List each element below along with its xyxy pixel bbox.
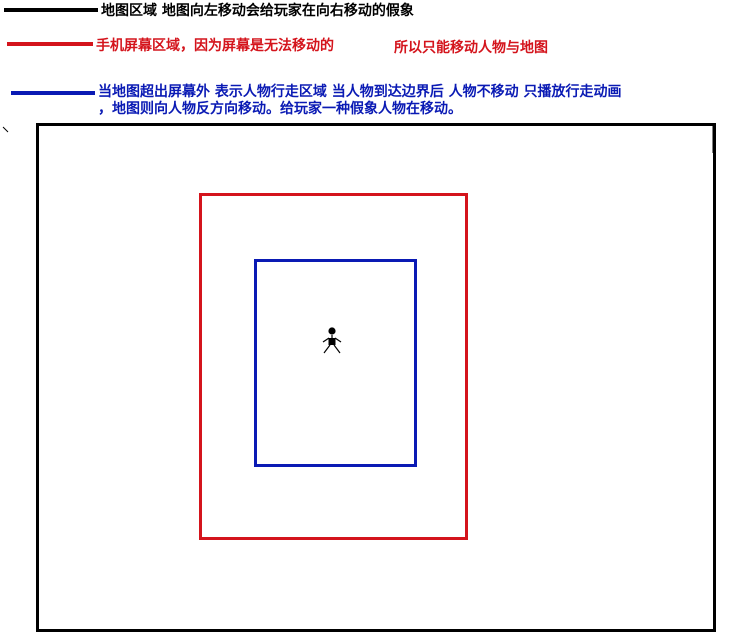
legend-walk-area-line (11, 91, 95, 95)
legend-walk-area-label: 当地图超出屏幕外 表示人物行走区域 当人物到达边界后 人物不移动 只播放行走动画 (98, 84, 622, 100)
screen-area-frame (199, 193, 468, 540)
map-area-frame (36, 123, 716, 632)
legend-screen-line (7, 42, 93, 46)
legend-map-label: 地图区域 地图向左移动会给玩家在向右移动的假象 (101, 3, 414, 19)
stray-mark (2, 126, 9, 133)
walk-area-frame (254, 259, 417, 467)
legend-walk-area-label-2: ，地图则向人物反方向移动。给玩家一种假象人物在移动。 (98, 101, 462, 117)
legend-map-line (4, 8, 98, 12)
legend-screen-label: 手机屏幕区域，因为屏幕是无法移动的 (96, 38, 334, 54)
person-icon (322, 327, 342, 354)
legend-screen-label-2: 所以只能移动人物与地图 (394, 40, 548, 56)
map-frame-corner-tick (712, 123, 716, 153)
